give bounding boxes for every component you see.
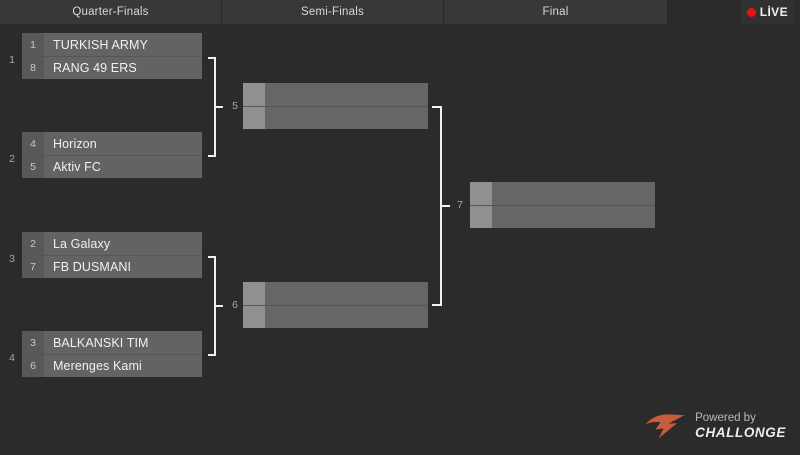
team-name: Horizon xyxy=(53,136,97,151)
round-header-bar: Quarter-Finals Semi-Finals Final xyxy=(0,0,667,24)
seed-label: 2 xyxy=(22,232,44,255)
seed-label xyxy=(243,107,265,129)
match-number-1: 1 xyxy=(9,54,15,66)
match-block-3[interactable]: 2 La Galaxy 7 FB DUSMANI xyxy=(22,232,202,278)
match-slot[interactable]: 7 FB DUSMANI xyxy=(22,255,202,278)
match-block-1[interactable]: 1 TURKISH ARMY 8 RANG 49 ERS xyxy=(22,33,202,79)
match-slot[interactable] xyxy=(243,106,428,129)
team-name: RANG 49 ERS xyxy=(53,61,137,75)
team-name: Merenges Kami xyxy=(53,359,142,373)
match-slot[interactable]: 8 RANG 49 ERS xyxy=(22,56,202,79)
match-slot[interactable]: 1 TURKISH ARMY xyxy=(22,33,202,56)
match-slot[interactable]: 5 Aktiv FC xyxy=(22,155,202,178)
live-badge: LİVE xyxy=(740,0,794,24)
match-slot[interactable] xyxy=(470,182,655,205)
team-name: La Galaxy xyxy=(53,236,111,251)
seed-label: 3 xyxy=(22,331,44,354)
challonge-logo-icon xyxy=(645,414,685,439)
match-block-6[interactable] xyxy=(243,282,428,328)
match-block-5[interactable] xyxy=(243,83,428,129)
team-name: Aktiv FC xyxy=(53,160,102,174)
seed-label xyxy=(243,306,265,328)
match-slot[interactable] xyxy=(243,282,428,305)
connector-sf5-sf6 xyxy=(432,106,458,306)
match-block-4[interactable]: 3 BALKANSKI TIM 6 Merenges Kami xyxy=(22,331,202,377)
connector-qf3-qf4 xyxy=(208,256,230,356)
live-label: LİVE xyxy=(759,5,788,19)
challonge-wordmark: CHALLONGE xyxy=(695,424,786,440)
match-slot[interactable]: 2 La Galaxy xyxy=(22,232,202,255)
team-name: TURKISH ARMY xyxy=(53,37,148,52)
match-block-2[interactable]: 4 Horizon 5 Aktiv FC xyxy=(22,132,202,178)
round-header-final: Final xyxy=(444,0,667,24)
live-dot-icon xyxy=(746,7,756,17)
match-slot[interactable]: 4 Horizon xyxy=(22,132,202,155)
match-number-2: 2 xyxy=(9,153,15,165)
connector-qf1-qf2 xyxy=(208,57,230,157)
seed-label xyxy=(470,206,492,228)
team-name: FB DUSMANI xyxy=(53,260,132,274)
match-block-7[interactable] xyxy=(470,182,655,228)
match-slot[interactable]: 3 BALKANSKI TIM xyxy=(22,331,202,354)
seed-label: 6 xyxy=(22,355,44,377)
round-header-semi-finals: Semi-Finals xyxy=(222,0,444,24)
seed-label: 1 xyxy=(22,33,44,56)
seed-label: 5 xyxy=(22,156,44,178)
match-number-3: 3 xyxy=(9,253,15,265)
seed-label: 4 xyxy=(22,132,44,155)
match-slot[interactable] xyxy=(243,83,428,106)
seed-label: 8 xyxy=(22,57,44,79)
round-header-quarter-finals: Quarter-Finals xyxy=(0,0,222,24)
match-number-6: 6 xyxy=(232,299,238,311)
seed-label: 7 xyxy=(22,256,44,278)
team-name: BALKANSKI TIM xyxy=(53,335,149,350)
seed-label xyxy=(470,182,492,205)
match-slot[interactable] xyxy=(243,305,428,328)
challonge-branding: Powered by CHALLONGE xyxy=(644,411,786,441)
powered-by-label: Powered by xyxy=(695,411,756,424)
seed-label xyxy=(243,83,265,106)
match-number-5: 5 xyxy=(232,100,238,112)
match-number-4: 4 xyxy=(9,352,15,364)
match-slot[interactable] xyxy=(470,205,655,228)
match-number-7: 7 xyxy=(457,199,463,211)
challonge-text: Powered by CHALLONGE xyxy=(695,412,786,441)
seed-label xyxy=(243,282,265,305)
match-slot[interactable]: 6 Merenges Kami xyxy=(22,354,202,377)
